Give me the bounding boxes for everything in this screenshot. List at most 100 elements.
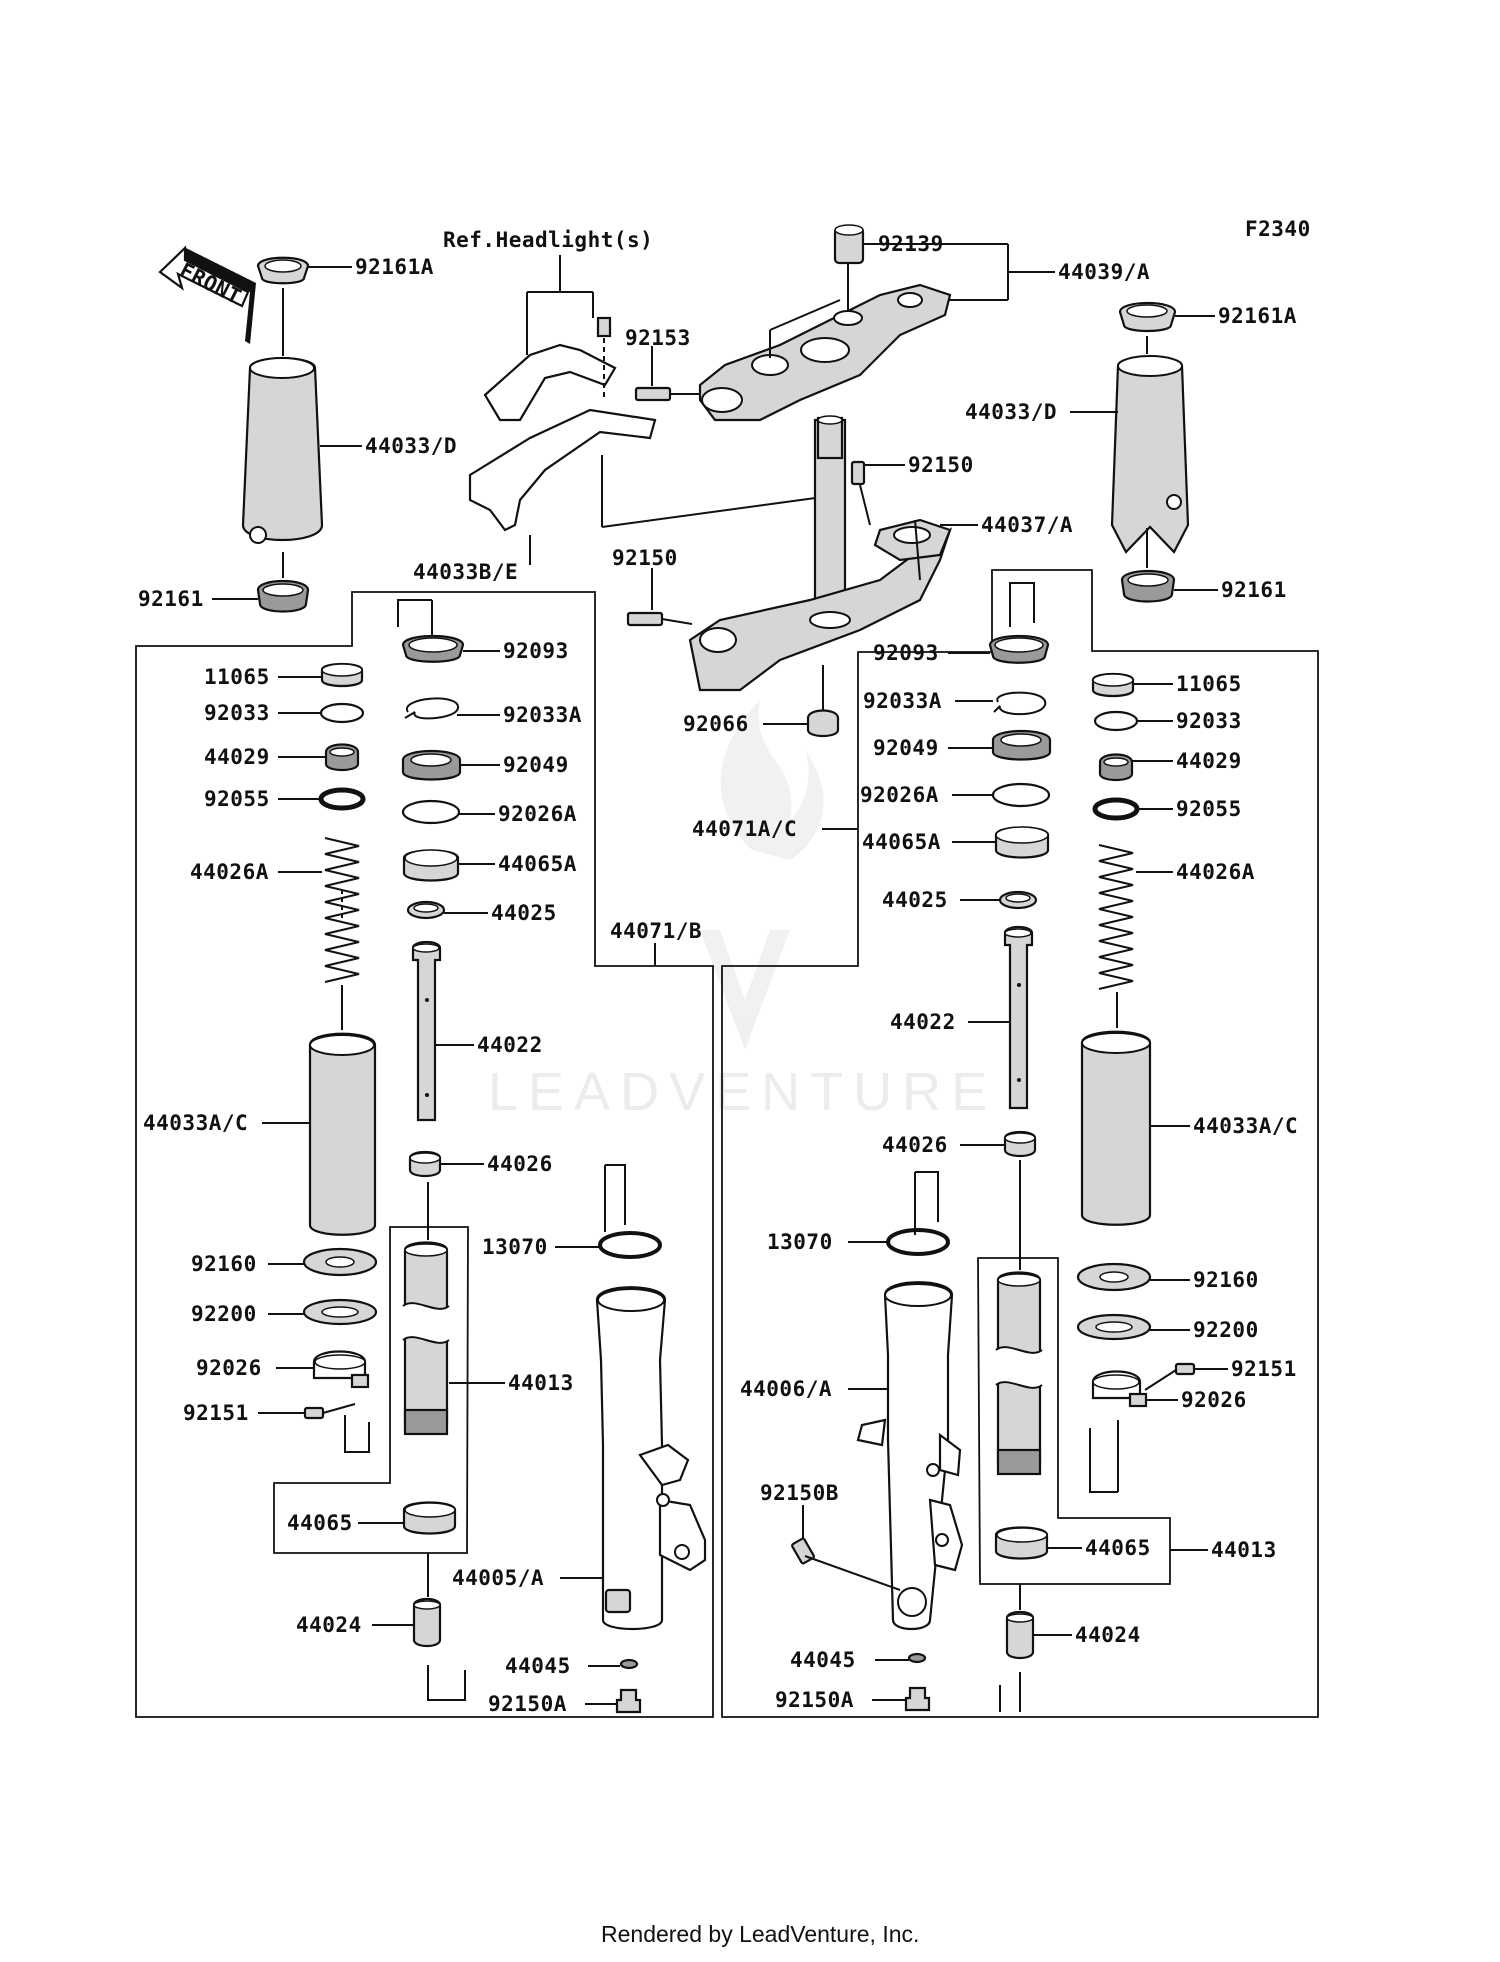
cover-44033BE (468, 408, 657, 532)
clamp-92026-lug-right (1128, 1392, 1148, 1408)
washer-92026A-left (401, 799, 461, 825)
bolt-92151-right (1174, 1362, 1196, 1376)
right-outer-tube-group: 13070 44006/A 92150B 44045 92150A (740, 1171, 964, 1712)
label-92161-left: 92161 (138, 587, 204, 611)
label-44025-left: 44025 (491, 901, 557, 925)
footer-text: Rendered by LeadVenture, Inc. (601, 1921, 919, 1947)
bolt-92150B (804, 1555, 901, 1591)
label-44045-right: 44045 (790, 1648, 856, 1672)
label-92026-right: 92026 (1181, 1388, 1247, 1412)
label-44022-right: 44022 (890, 1010, 956, 1034)
headlight-ref-label: Ref.Headlight(s) (443, 228, 653, 252)
spring-44026A-left (324, 837, 360, 983)
frame-left (135, 591, 714, 1718)
label-44033BE: 44033B/E (413, 560, 518, 584)
label-11065-left: 11065 (204, 665, 270, 689)
label-13070-right: 13070 (767, 1230, 833, 1254)
label-92026A-left: 92026A (498, 802, 577, 826)
label-92026A-right: 92026A (860, 783, 939, 807)
frame-left-44013 (273, 1226, 469, 1554)
label-44026A-right: 44026A (1176, 860, 1255, 884)
inner-tube-thread-left (403, 1408, 449, 1436)
label-44033D-left: 44033/D (365, 434, 457, 458)
label-44065A-right: 44065A (862, 830, 941, 854)
pipe-44033AC-right (1080, 1030, 1152, 1226)
label-92160-left: 92160 (191, 1252, 257, 1276)
label-44045-left: 44045 (505, 1654, 571, 1678)
label-92151-right: 92151 (1231, 1357, 1297, 1381)
washer-44045-left (619, 1658, 639, 1670)
label-44025-right: 44025 (882, 888, 948, 912)
left-column-outer: 11065 92033 44029 92055 44026A 44033A/C … (143, 662, 378, 1535)
label-13070-left: 13070 (482, 1235, 548, 1259)
label-44026-left: 44026 (487, 1152, 553, 1176)
oring-13070-left (598, 1231, 662, 1259)
piece-44024-left (412, 1597, 442, 1648)
cover-44033D-right (1110, 355, 1190, 554)
label-11065-right: 11065 (1176, 672, 1242, 696)
frame-right-44013 (977, 1257, 1171, 1585)
label-44065-left: 44065 (287, 1511, 353, 1535)
label-44029-right: 44029 (1176, 749, 1242, 773)
clamp-92026-lug-left (350, 1373, 370, 1389)
label-92160-right: 92160 (1193, 1268, 1259, 1292)
label-92026-left: 92026 (196, 1356, 262, 1380)
bolt-92150A-left (615, 1688, 642, 1714)
headlight-bracket (483, 343, 617, 422)
rod-44022-right (1003, 925, 1034, 1110)
right-column-inner: 92093 92033A 92049 92026A 44065A 44025 4… (860, 582, 1277, 1712)
label-44013-left: 44013 (508, 1371, 574, 1395)
oring-92055-right (1092, 797, 1140, 821)
piece-44024-right (1005, 1610, 1035, 1660)
frames: 44071/B 44071A/C (135, 569, 1319, 1718)
bolt-92150B-head (791, 1537, 815, 1565)
label-44033AC-right: 44033A/C (1193, 1114, 1298, 1138)
label-44037A: 44037/A (981, 513, 1073, 537)
oring-92055-left (318, 787, 366, 811)
label-92150A-left: 92150A (488, 1692, 567, 1716)
label-44006A: 44006/A (740, 1377, 832, 1401)
label-44065-right: 44065 (1085, 1536, 1151, 1560)
rod-44022-left (411, 940, 442, 1122)
label-92066: 92066 (683, 712, 749, 736)
upper-bracket-group: 92139 44039/A 92153 (625, 224, 1150, 422)
seal-92066 (806, 709, 840, 738)
headlight-bracket-group: Ref.Headlight(s) 44033B/E (413, 228, 831, 584)
oring-92033-left (319, 702, 365, 724)
oring-92033-right (1093, 710, 1139, 732)
label-92151-left: 92151 (183, 1401, 249, 1425)
bolt-92150-upper (850, 460, 866, 486)
bolt-92150-lower (626, 611, 664, 627)
label-92200-right: 92200 (1193, 1318, 1259, 1342)
label-92153: 92153 (625, 326, 691, 350)
washer-92026A-right (991, 782, 1051, 808)
label-92139: 92139 (878, 232, 944, 256)
cover-44033D-left (241, 357, 324, 541)
left-outer-tube-group: 13070 44005/A 44045 92150A (452, 1164, 707, 1716)
washer-44045-right (907, 1652, 927, 1664)
left-upper-cover-group: 92161A 44033/D 92161 (138, 255, 457, 613)
label-92033A-left: 92033A (503, 703, 582, 727)
label-92033A-right: 92033A (863, 689, 942, 713)
label-92093-left: 92093 (503, 639, 569, 663)
label-44013-right: 44013 (1211, 1538, 1277, 1562)
label-92033-right: 92033 (1176, 709, 1242, 733)
diagram-code: F2340 (1245, 217, 1311, 241)
label-92161A-right: 92161A (1218, 304, 1297, 328)
label-92049-left: 92049 (503, 753, 569, 777)
label-44026-right: 44026 (882, 1133, 948, 1157)
label-44022-left: 44022 (477, 1033, 543, 1057)
label-92150A-right: 92150A (775, 1688, 854, 1712)
label-92161-right: 92161 (1221, 578, 1287, 602)
steering-stem-group: 92150 44037/A 92150 92066 (612, 415, 1073, 738)
label-44033D-right: 44033/D (965, 400, 1057, 424)
label-92033-left: 92033 (204, 701, 270, 725)
bolt-92153 (634, 386, 672, 402)
label-44065A-left: 44065A (498, 852, 577, 876)
watermark-text: LEADVENTURE (488, 1062, 997, 1122)
right-upper-cover-group: 92161A 44033/D 92161 (965, 302, 1297, 603)
pipe-44033AC-left (308, 1032, 377, 1236)
label-44039A: 44039/A (1058, 260, 1150, 284)
watermark: LEADVENTURE (488, 700, 997, 1122)
clip-92033A-left (404, 697, 459, 720)
